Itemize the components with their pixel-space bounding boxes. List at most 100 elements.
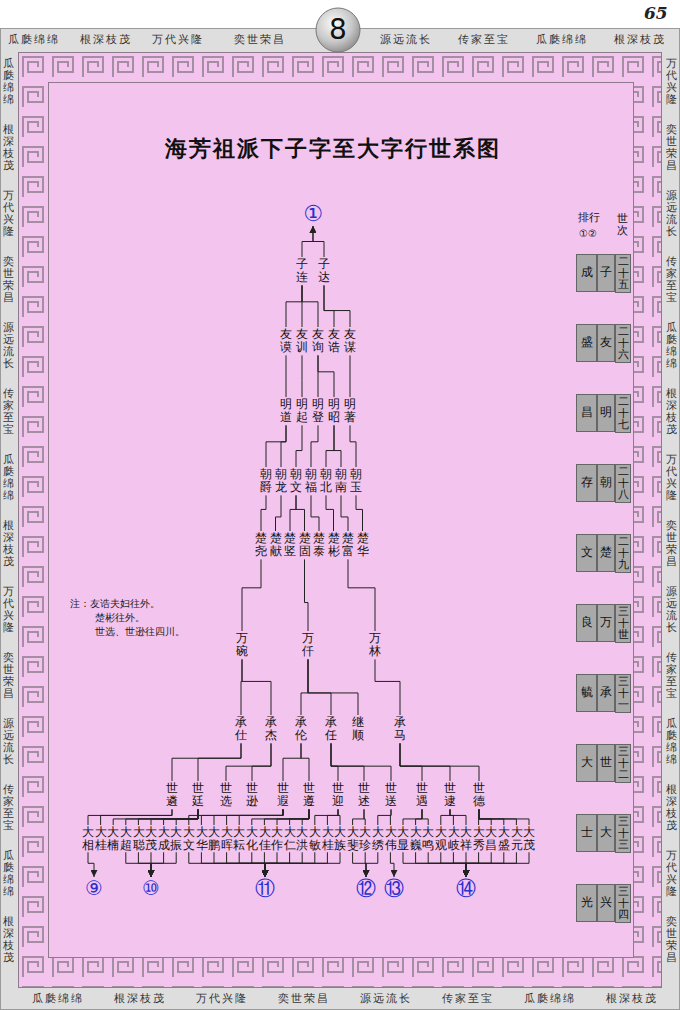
- generation-number-cell-box: 三十二: [615, 744, 631, 783]
- node-text: 明著: [344, 398, 356, 424]
- border-motto: 奕世荣昌: [666, 520, 677, 568]
- person-node: 大珍: [359, 826, 371, 851]
- node-text: 大昌: [485, 826, 497, 851]
- generation-number-cell: 二十八: [618, 466, 629, 501]
- node-text: 大楠: [107, 826, 119, 851]
- node-text: 明登: [312, 398, 324, 424]
- node-text: 友谟: [280, 328, 292, 354]
- lineage-line: [201, 809, 283, 825]
- lineage-line: [331, 743, 338, 781]
- person-node: 朝北: [320, 468, 332, 494]
- rank-cell: 成: [581, 266, 593, 279]
- rank-cell: 大: [581, 756, 593, 769]
- border-motto: 奕世荣昌: [278, 993, 330, 1005]
- person-node: 大仁: [284, 826, 296, 851]
- lineage-line: [101, 809, 172, 825]
- person-node: 楚固: [299, 532, 311, 558]
- border-motto: 奕世荣昌: [234, 34, 286, 46]
- node-text: 明道: [280, 398, 292, 424]
- node-text: 大斐: [347, 826, 359, 851]
- node-text: 大岐: [448, 826, 460, 851]
- generation-char-cell: 大: [600, 826, 612, 839]
- node-text: ①: [303, 203, 323, 225]
- lineage-line: [242, 559, 261, 631]
- lineage-line: [252, 852, 265, 877]
- border-motto: 万代兴隆: [152, 34, 204, 46]
- person-node: 继顺: [352, 716, 364, 742]
- person-node: 大巍: [410, 826, 422, 851]
- border-motto: 奕世荣昌: [666, 124, 677, 172]
- lineage-line: [313, 226, 324, 257]
- node-text: 世选: [220, 782, 232, 808]
- border-motto: 根深枝茂: [114, 993, 166, 1005]
- person-node: 万仟: [302, 632, 314, 658]
- lineage-line: [201, 852, 265, 877]
- lineage-line: [302, 285, 318, 327]
- person-node: 承任: [325, 716, 337, 742]
- generation-char-cell: 兴: [600, 896, 612, 909]
- node-text: 友谋: [344, 328, 356, 354]
- lineage-line: [302, 355, 303, 397]
- lineage-line: [164, 809, 198, 825]
- person-node: 楚尧: [255, 532, 267, 558]
- node-text: 楚华: [357, 532, 369, 558]
- node-text: 万碗: [236, 632, 248, 658]
- node-text: 大聪: [133, 826, 145, 851]
- lineage-line: [466, 852, 516, 877]
- person-node: 楚泰: [313, 532, 325, 558]
- generation-char-cell: 承: [600, 686, 612, 699]
- lineage-line: [302, 809, 309, 825]
- node-text: 大仁: [284, 826, 296, 851]
- person-node: 楚献: [270, 532, 282, 558]
- person-node: 世遴: [166, 782, 178, 808]
- lineage-line: [353, 809, 364, 825]
- border-motto: 万代兴隆: [666, 58, 677, 106]
- generation-number-cell: 二十六: [618, 326, 629, 361]
- node-text: 世遐: [277, 782, 289, 808]
- node-text: 友训: [296, 328, 308, 354]
- lineage-line: [151, 852, 176, 877]
- generation-number-cell: 二十七: [618, 396, 629, 431]
- person-node: 大昌: [485, 826, 497, 851]
- lineage-line: [441, 809, 450, 825]
- rank-cell-box: 毓: [576, 674, 597, 712]
- node-text: 继顺: [352, 716, 364, 742]
- generation-char-cell: 子: [600, 266, 612, 279]
- node-text: 朝玉: [350, 468, 362, 494]
- lineage-line: [350, 425, 356, 467]
- person-node: 大鸣: [422, 826, 434, 851]
- node-text: 承仕: [235, 716, 247, 742]
- node-text: ⑪: [255, 878, 275, 898]
- table-header: 排行: [578, 212, 600, 224]
- person-node: 楚竖: [284, 532, 296, 558]
- text-frame: [1, 29, 680, 1010]
- border-motto: 瓜瓞绵绵: [32, 993, 84, 1005]
- person-node: 大超: [120, 826, 132, 851]
- person-node: 大祥: [460, 826, 472, 851]
- generation-number-cell-box: 三十世: [615, 604, 631, 643]
- meander-outer-line: [19, 53, 662, 988]
- node-text: 楚固: [299, 532, 311, 558]
- person-node: 万林: [369, 632, 381, 658]
- border-motto: 传家至宝: [3, 388, 14, 436]
- lineage-line: [416, 809, 422, 825]
- person-node: 世述: [358, 782, 370, 808]
- rank-cell-box: 光: [576, 884, 597, 922]
- person-node: 友训: [296, 328, 308, 354]
- generation-number-cell: 三十一: [618, 676, 629, 711]
- node-text: 大华: [196, 826, 208, 851]
- node-text: 楚献: [270, 532, 282, 558]
- person-node: 大族: [334, 826, 346, 851]
- generation-char-cell-box: 万: [597, 604, 615, 642]
- lineage-line: [338, 809, 340, 825]
- node-text: 大鸣: [422, 826, 434, 851]
- lineage-line: [290, 809, 309, 825]
- person-node: 大桂: [322, 826, 334, 851]
- border-motto: 根深枝茂: [606, 993, 658, 1005]
- node-text: 楚泰: [313, 532, 325, 558]
- generation-char-cell-box: 承: [597, 674, 615, 712]
- lineage-line: [277, 809, 309, 825]
- person-node: 世遐: [277, 782, 289, 808]
- border-motto: 奕世荣昌: [3, 652, 14, 700]
